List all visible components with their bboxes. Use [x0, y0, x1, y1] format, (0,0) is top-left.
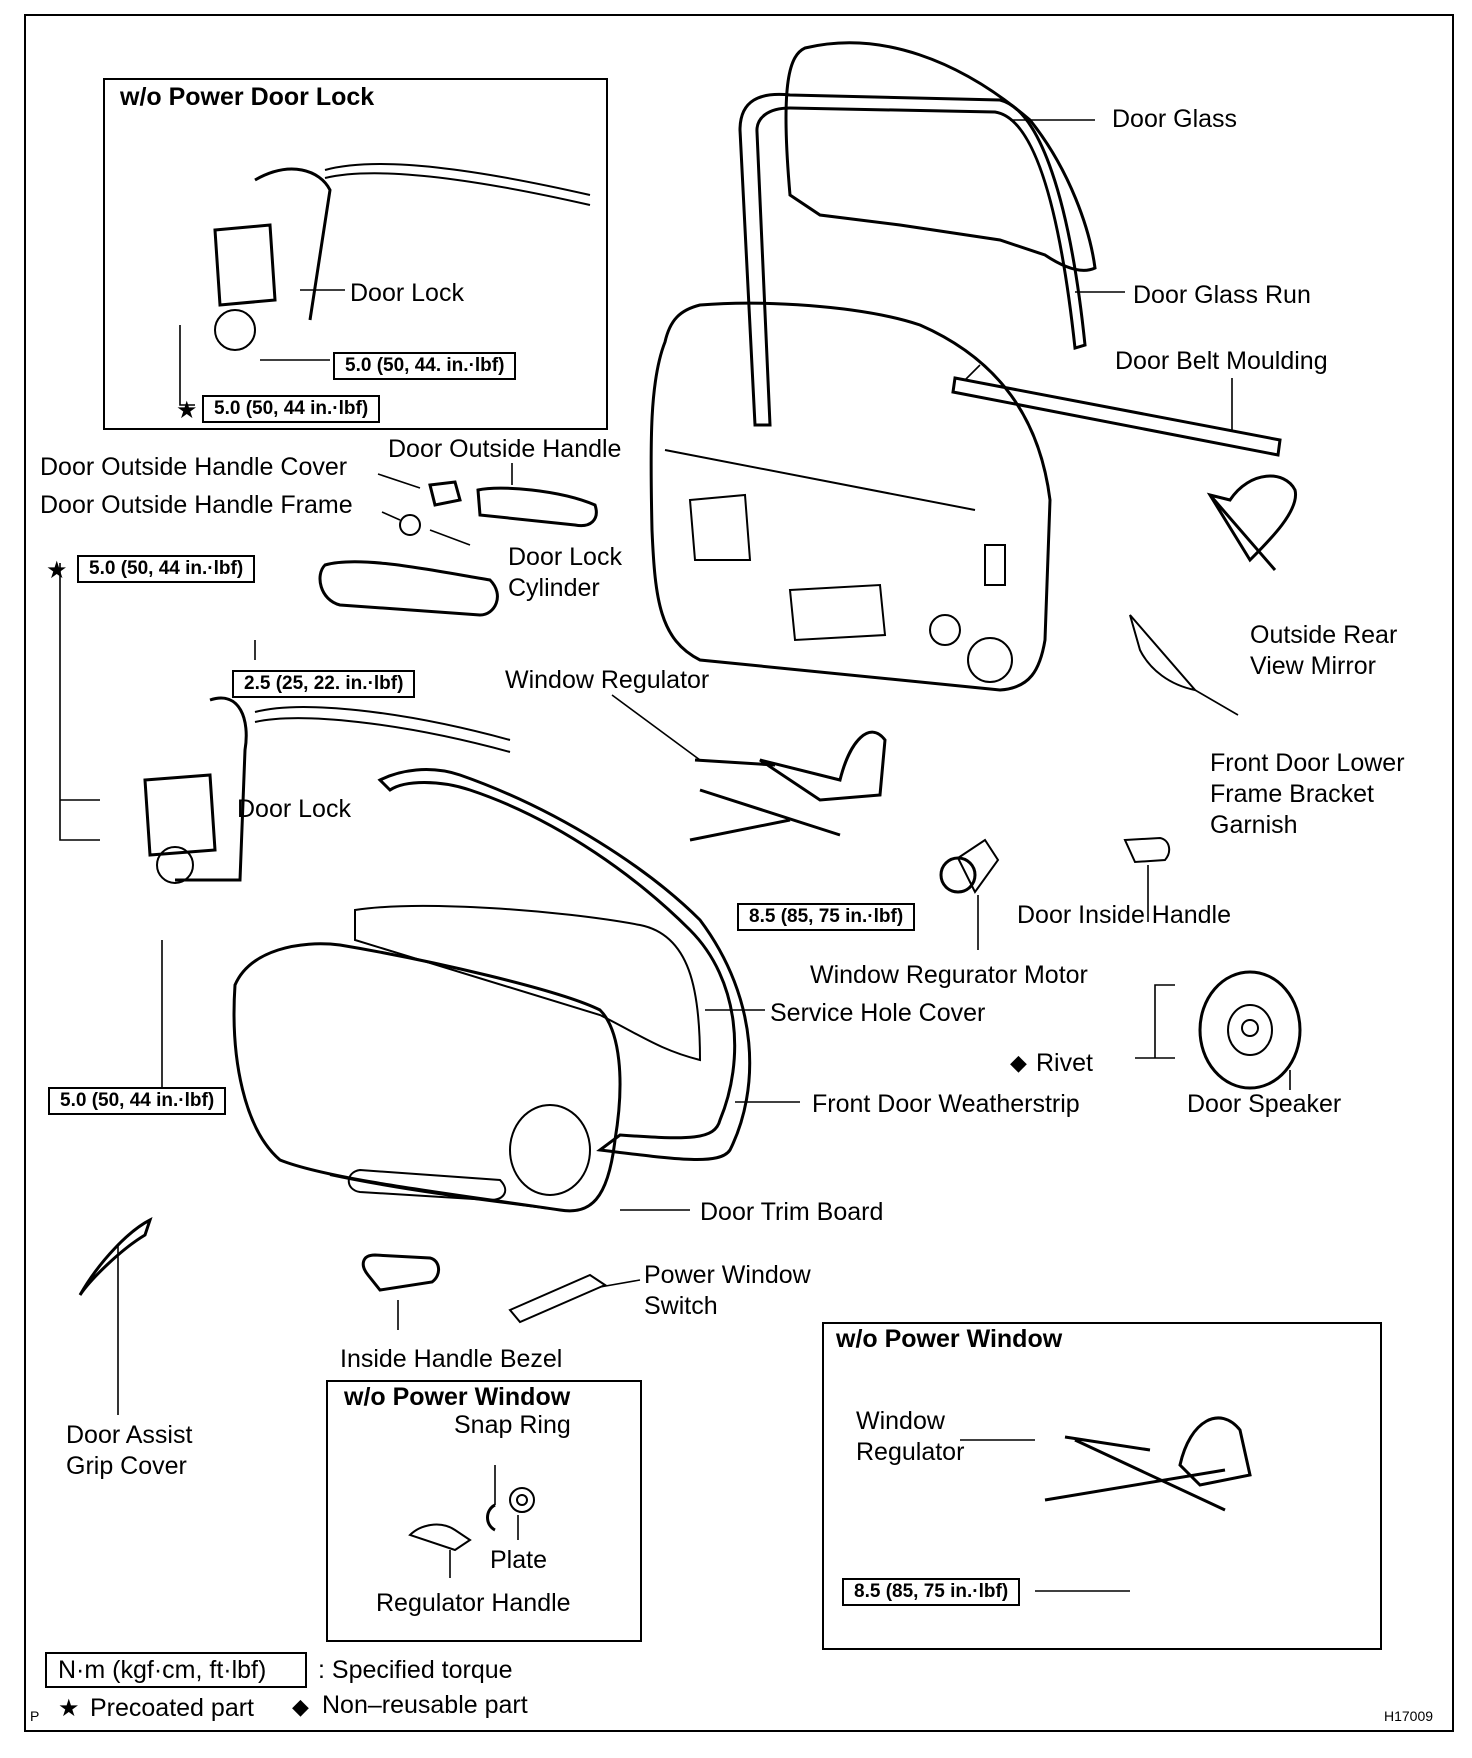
label-door-assist-grip-cover: Door Assist Grip Cover — [66, 1420, 192, 1482]
door-belt-moulding-shape — [951, 376, 1282, 457]
door-glass-shape — [784, 41, 1097, 272]
assist-grip-shape — [78, 1217, 153, 1296]
inside-handle-bezel-shape — [361, 1253, 440, 1292]
legend-precoated: Precoated part — [90, 1694, 254, 1722]
legend-unit-box — [45, 1652, 307, 1688]
label-door-glass: Door Glass — [1112, 105, 1238, 133]
power-window-switch-shape — [508, 1273, 608, 1324]
legend-unit-description: : Specified torque — [318, 1656, 513, 1684]
label-door-lock-cylinder-line2: Cylinder — [508, 574, 600, 602]
label-outside-rear-view-mirror-line2: View Mirror — [1250, 652, 1376, 680]
torque-8-5-a: 8.5 (85, 75 in.·lbf) — [737, 903, 916, 931]
label-door-trim-board: Door Trim Board — [700, 1198, 884, 1226]
inset-title-wo-power-door-lock: w/o Power Door Lock — [120, 83, 375, 111]
inset-title-wo-power-window-regulator: w/o Power Window — [836, 1325, 1063, 1353]
mirror-shape — [1206, 474, 1297, 571]
legend-nonreusable: Non–reusable part — [322, 1691, 528, 1719]
label-door-outside-handle-cover: Door Outside Handle Cover — [40, 453, 348, 481]
door-lock-inset-shape — [213, 167, 332, 321]
label-door-lock-cylinder-line1: Door Lock — [508, 543, 622, 571]
label-rivet: Rivet — [1036, 1049, 1093, 1077]
legend-diamond-icon: ◆ — [292, 1694, 309, 1719]
torque-2-5: 2.5 (25, 22. in.·lbf) — [232, 670, 416, 698]
label-power-window-switch: Power Window Switch — [644, 1260, 811, 1322]
outside-handle-frame-shape — [318, 560, 499, 617]
label-door-lock-inset: Door Lock — [350, 279, 464, 307]
inset-title-wo-power-window-handle: w/o Power Window — [344, 1383, 571, 1411]
label-front-door-lower-line1: Front Door Lower — [1210, 749, 1405, 777]
inset-wo-power-door-lock — [103, 78, 608, 430]
label-door-assist-grip-cover-line2: Grip Cover — [66, 1452, 187, 1480]
label-door-outside-handle-frame: Door Outside Handle Frame — [40, 491, 353, 519]
torque-5-0-a: 5.0 (50, 44. in.·lbf) — [333, 352, 517, 380]
diamond-nonreusable-1: ◆ — [1010, 1050, 1027, 1075]
label-outside-rear-view-mirror: Outside Rear View Mirror — [1250, 620, 1397, 682]
door-trim-board-shape — [232, 942, 622, 1213]
legend-unit: N·m (kgf·cm, ft·lbf) — [58, 1656, 267, 1684]
inset-wo-power-window-regulator — [822, 1322, 1382, 1650]
torque-5-0-d: 5.0 (50, 44 in.·lbf) — [48, 1087, 227, 1115]
figure-code: H17009 — [1384, 1708, 1434, 1724]
star-precoated-2: ★ — [46, 557, 68, 584]
door-glass-run-shape — [738, 92, 1087, 427]
door-lock-main-shape — [143, 696, 248, 882]
diagram-frame — [24, 14, 1454, 1732]
label-plate: Plate — [490, 1546, 547, 1574]
label-door-belt-moulding: Door Belt Moulding — [1115, 347, 1328, 375]
label-front-door-lower-frame-bracket-garnish: Front Door Lower Frame Bracket Garnish — [1210, 748, 1405, 841]
label-door-lock-cylinder: Door Lock Cylinder — [508, 542, 622, 604]
label-outside-rear-view-mirror-line1: Outside Rear — [1250, 621, 1398, 649]
label-inside-handle-bezel: Inside Handle Bezel — [340, 1345, 563, 1373]
torque-5-0-c: 5.0 (50, 44 in.·lbf) — [77, 555, 256, 583]
label-door-outside-handle: Door Outside Handle — [388, 435, 622, 463]
label-window-regurator-motor: Window Regurator Motor — [810, 961, 1088, 989]
torque-8-5-b: 8.5 (85, 75 in.·lbf) — [842, 1578, 1021, 1606]
label-regulator-handle: Regulator Handle — [376, 1589, 571, 1617]
service-hole-cover-shape — [354, 904, 702, 1062]
p-mark: P — [30, 1708, 40, 1724]
legend-star-icon: ★ — [58, 1695, 80, 1722]
label-door-speaker: Door Speaker — [1187, 1090, 1342, 1118]
label-front-door-lower-line3: Garnish — [1210, 811, 1298, 839]
label-door-lock-main: Door Lock — [237, 795, 351, 823]
label-door-glass-run: Door Glass Run — [1133, 281, 1311, 309]
label-front-door-lower-line2: Frame Bracket — [1210, 780, 1374, 808]
label-door-assist-grip-cover-line1: Door Assist — [66, 1421, 193, 1449]
label-window-regulator: Window Regulator — [505, 666, 710, 694]
inset-wo-power-window-handle — [326, 1380, 642, 1642]
label-window-regulator-inset: Window Regulator — [856, 1406, 964, 1468]
weatherstrip-shape — [377, 768, 752, 1161]
door-inner-panel-shape — [649, 301, 1052, 692]
label-snap-ring: Snap Ring — [454, 1411, 571, 1439]
outside-handle-shape — [476, 486, 598, 528]
label-power-window-switch-line1: Power Window — [644, 1261, 811, 1289]
label-window-regulator-inset-line2: Regulator — [856, 1438, 965, 1466]
star-precoated-1: ★ — [176, 397, 198, 424]
label-front-door-weatherstrip: Front Door Weatherstrip — [812, 1090, 1080, 1118]
label-service-hole-cover: Service Hole Cover — [770, 999, 986, 1027]
label-power-window-switch-line2: Switch — [644, 1292, 718, 1320]
label-door-inside-handle: Door Inside Handle — [1017, 901, 1232, 929]
window-regulator-shape — [689, 730, 887, 842]
label-window-regulator-inset-line1: Window — [856, 1407, 945, 1435]
torque-5-0-b: 5.0 (50, 44 in.·lbf) — [202, 395, 381, 423]
